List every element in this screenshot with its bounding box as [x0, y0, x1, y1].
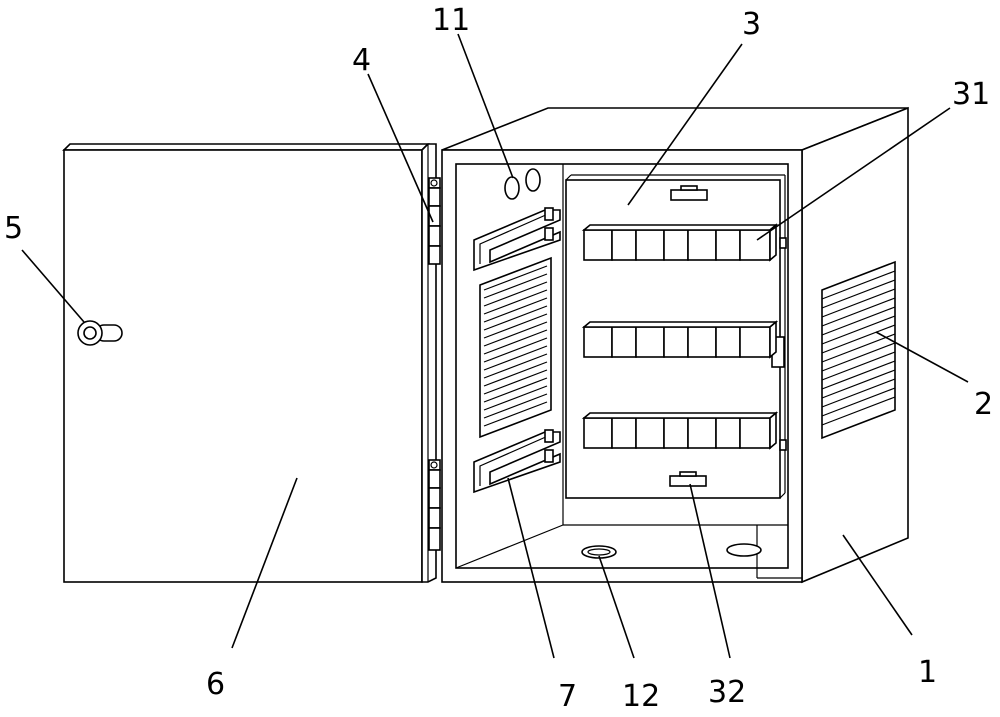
callout-3: 3	[742, 7, 761, 42]
leader-32	[689, 483, 731, 659]
door	[62, 143, 437, 583]
callout-6: 6	[206, 667, 225, 702]
leader-31	[756, 107, 951, 241]
block-row-3	[581, 411, 779, 450]
leader-11	[457, 33, 514, 179]
callout-4: 4	[352, 43, 371, 78]
callout-31: 31	[952, 77, 990, 112]
block-row-1	[581, 223, 779, 262]
leader-lines	[21, 33, 969, 659]
hinge-lower	[428, 459, 441, 551]
interior-grille	[479, 256, 552, 439]
bottom-cable-holes	[581, 543, 762, 559]
leader-3	[627, 43, 743, 206]
plate-clip	[669, 471, 707, 487]
top-cable-holes	[504, 168, 541, 200]
block-row-2	[581, 320, 779, 359]
callout-7: 7	[558, 679, 577, 714]
vent-louver	[821, 260, 896, 440]
leader-5	[21, 249, 85, 323]
callout-11: 11	[432, 3, 470, 38]
callout-32: 32	[708, 675, 746, 710]
door-lock	[77, 320, 123, 346]
callout-5: 5	[4, 211, 23, 246]
leader-12	[598, 555, 635, 659]
leader-6	[231, 477, 298, 649]
callout-12: 12	[622, 679, 660, 714]
rail-upper	[473, 207, 561, 272]
leader-1	[842, 534, 913, 636]
leader-2	[875, 331, 969, 383]
hinge-upper	[428, 177, 441, 265]
rail-lower	[473, 429, 561, 494]
callout-1: 1	[918, 655, 937, 690]
callout-2: 2	[974, 387, 993, 422]
leader-7	[507, 477, 555, 659]
leader-4	[367, 73, 434, 223]
